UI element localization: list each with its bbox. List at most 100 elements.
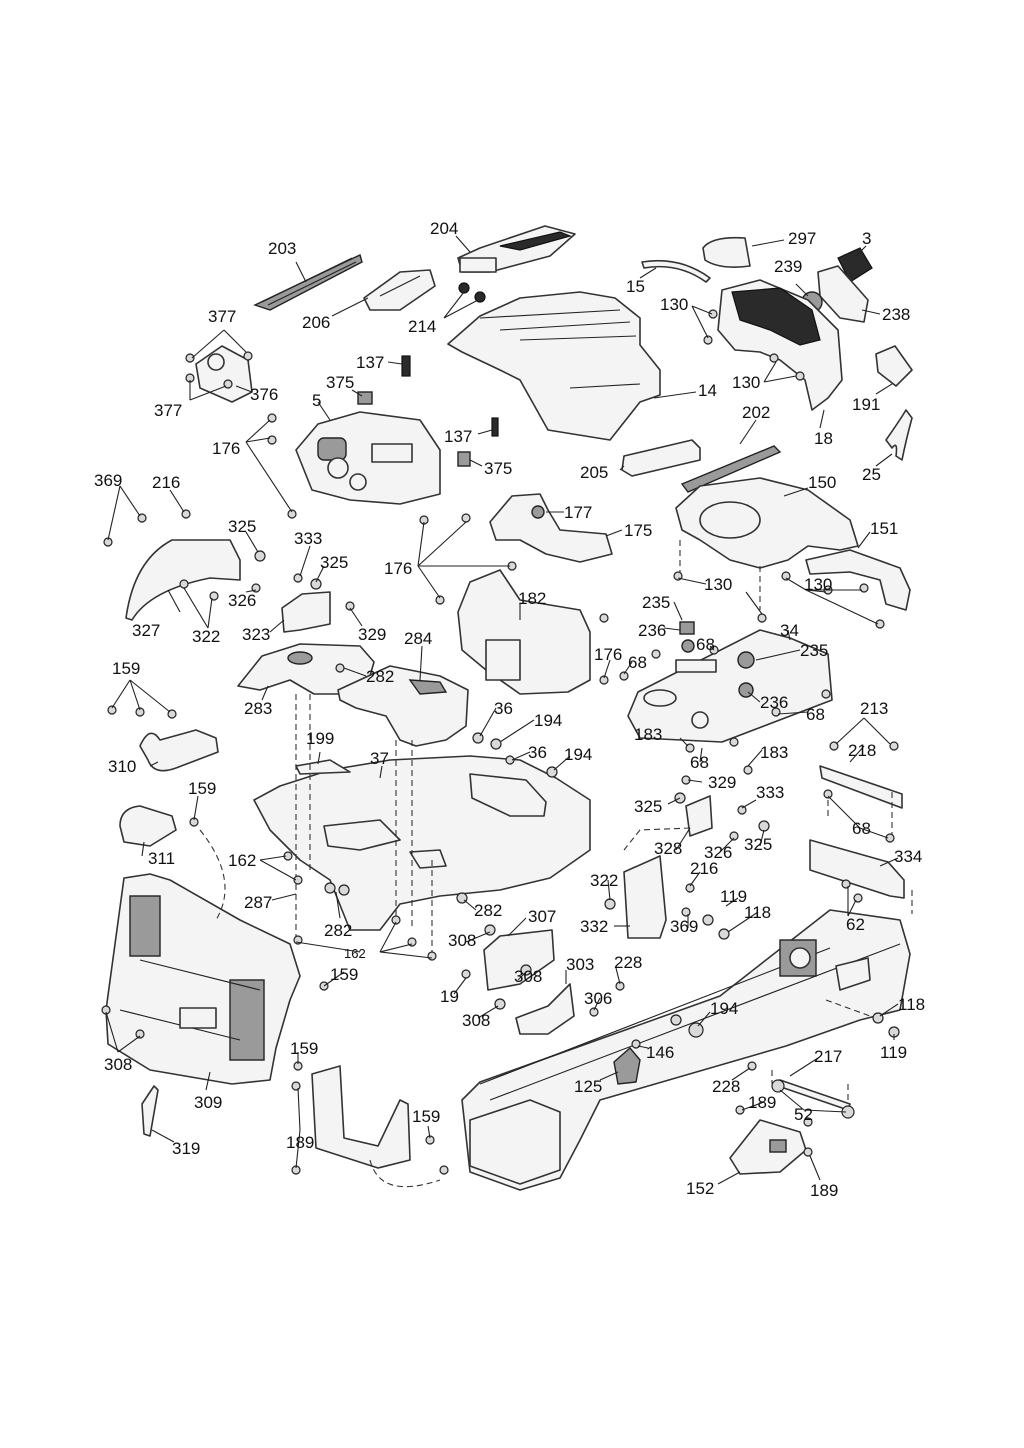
- callout-375: 375: [326, 373, 354, 392]
- part-14-hood: [447, 291, 661, 441]
- callout-322: 322: [192, 627, 220, 646]
- callout-137b: 137: [444, 427, 472, 446]
- callout-5: 5: [312, 391, 321, 410]
- part-5-dash-console: [295, 411, 441, 505]
- callout-228b: 228: [712, 1077, 740, 1096]
- callout-327: 327: [132, 621, 160, 640]
- part-204-hood-panel: [457, 225, 576, 273]
- callout-328: 328: [654, 839, 682, 858]
- callout-303: 303: [566, 955, 594, 974]
- callout-284: 284: [404, 629, 432, 648]
- callout-218: 218: [848, 741, 876, 760]
- callout-325d: 325: [744, 835, 772, 854]
- callout-216: 216: [152, 473, 180, 492]
- callout-369b: 369: [670, 917, 698, 936]
- callout-125: 125: [574, 1077, 602, 1096]
- part-375-knob: [357, 391, 471, 467]
- callout-189: 189: [748, 1093, 776, 1112]
- part-191-cap: [875, 345, 913, 387]
- part-218-bracket: [819, 765, 903, 809]
- callout-62: 62: [846, 915, 865, 934]
- callout-175: 175: [624, 521, 652, 540]
- callout-118b: 118: [898, 995, 925, 1014]
- callout-52: 52: [794, 1105, 813, 1124]
- callout-238: 238: [882, 305, 910, 324]
- part-203-trim-strip: [253, 254, 363, 311]
- callout-177: 177: [564, 503, 592, 522]
- callout-239: 239: [774, 257, 802, 276]
- callout-325: 325: [228, 517, 256, 536]
- callout-287: 287: [244, 893, 272, 912]
- part-284-dash-cover: [337, 665, 469, 747]
- callout-37: 37: [370, 749, 389, 768]
- callout-308: 308: [448, 931, 476, 950]
- callout-118: 118: [744, 903, 771, 922]
- part-199-clip: [295, 759, 351, 775]
- callout-36: 36: [494, 699, 513, 718]
- callout-326b: 326: [704, 843, 732, 862]
- part-137-spring: [401, 355, 499, 437]
- callout-375b: 375: [484, 459, 512, 478]
- callout-216b: 216: [690, 859, 718, 878]
- part-303-bracket: [515, 983, 575, 1035]
- callout-194c: 194: [710, 999, 738, 1018]
- callout-214: 214: [408, 317, 436, 336]
- callout-151: 151: [870, 519, 898, 538]
- callout-228: 228: [614, 953, 642, 972]
- callout-183: 183: [634, 725, 662, 744]
- callout-308c: 308: [462, 1011, 490, 1030]
- part-152-cover: [729, 1119, 807, 1175]
- callout-36b: 36: [528, 743, 547, 762]
- callout-329: 329: [358, 625, 386, 644]
- callout-19: 19: [440, 987, 459, 1006]
- part-202-trim-strip: [680, 445, 782, 493]
- part-182-lower-console: [457, 569, 591, 695]
- part-25-clip: [885, 409, 913, 461]
- callout-130: 130: [660, 295, 688, 314]
- part-frame: [461, 909, 911, 1191]
- callout-162b: 162: [344, 946, 366, 961]
- callout-282b: 282: [474, 901, 502, 920]
- part-214-fasteners: [458, 282, 486, 303]
- callout-15: 15: [626, 277, 645, 296]
- part-235-bushing: [679, 621, 695, 653]
- callout-130c: 130: [704, 575, 732, 594]
- callout-213: 213: [860, 699, 888, 718]
- callout-3: 3: [862, 229, 871, 248]
- callout-325b: 325: [320, 553, 348, 572]
- callout-235b: 235: [800, 641, 828, 660]
- part-332-shield: [623, 855, 667, 939]
- callout-206: 206: [302, 313, 330, 332]
- part-319-bracket: [141, 1085, 159, 1137]
- part-376-bracket: [185, 345, 253, 403]
- callout-203: 203: [268, 239, 296, 258]
- callout-146: 146: [646, 1043, 674, 1062]
- callout-25: 25: [862, 465, 881, 484]
- part-206-panel-cover: [363, 269, 436, 311]
- callout-217: 217: [814, 1047, 842, 1066]
- callout-306: 306: [584, 989, 612, 1008]
- callout-308b: 308: [514, 967, 542, 986]
- callout-308d: 308: [104, 1055, 132, 1074]
- part-205-step: [621, 439, 701, 477]
- part-217-rod: [777, 1079, 851, 1111]
- callout-189b: 189: [286, 1133, 314, 1152]
- callout-18: 18: [814, 429, 833, 448]
- part-151-bracket: [805, 549, 911, 611]
- callout-68c: 68: [806, 705, 825, 724]
- callout-176b: 176: [384, 559, 412, 578]
- callout-322b: 322: [590, 871, 618, 890]
- callout-369: 369: [94, 471, 122, 490]
- callout-333b: 333: [756, 783, 784, 802]
- part-311-bracket: [119, 805, 177, 847]
- callout-159c: 159: [330, 965, 358, 984]
- callout-236b: 236: [760, 693, 788, 712]
- callout-68e: 68: [852, 819, 871, 838]
- callout-68d: 68: [690, 753, 709, 772]
- callout-194b: 194: [564, 745, 592, 764]
- callout-159: 159: [112, 659, 140, 678]
- callout-130d: 130: [804, 575, 832, 594]
- callout-34: 34: [780, 621, 799, 640]
- part-334-bracket: [809, 839, 905, 899]
- part-297-cap: [702, 236, 751, 268]
